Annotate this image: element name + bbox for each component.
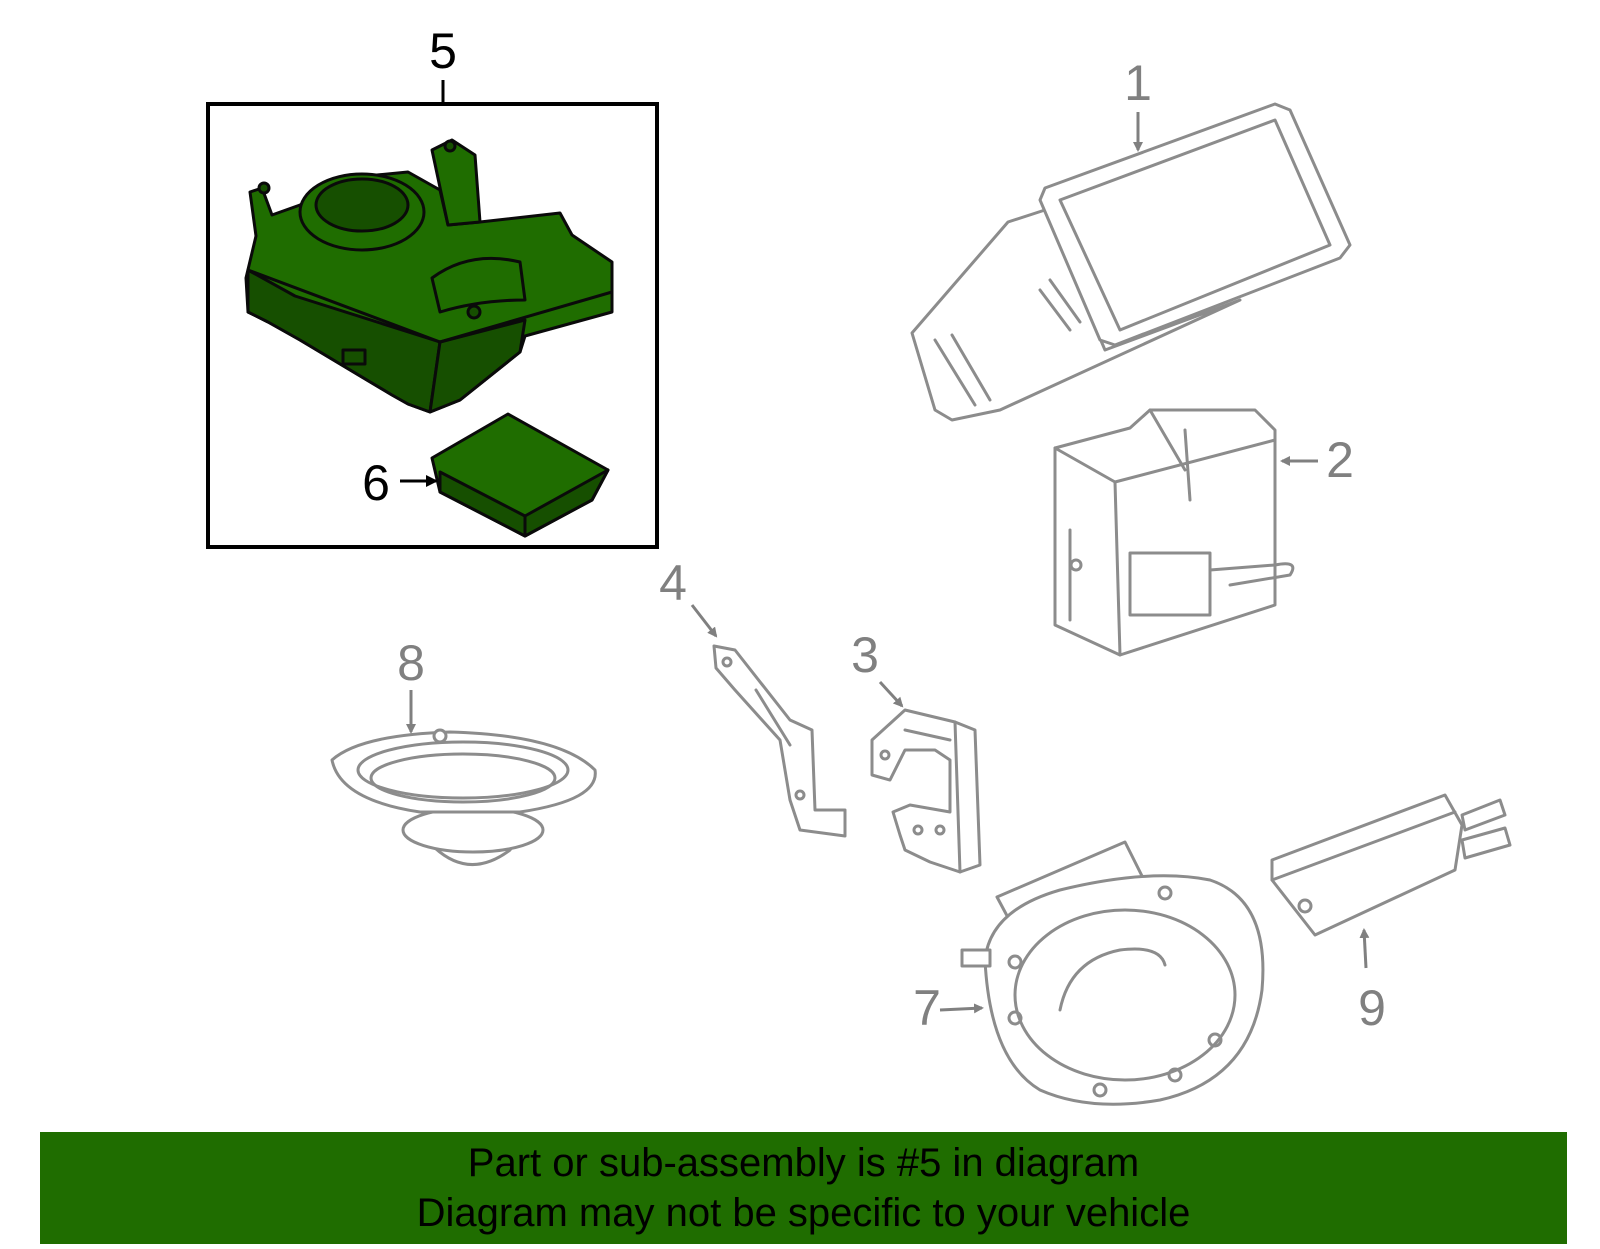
assembly-5-frame (206, 102, 659, 549)
callout-7: 7 (913, 980, 941, 1036)
callout-3: 3 (851, 627, 879, 683)
leader-9 (1359, 928, 1370, 969)
leader-4 (690, 604, 718, 638)
part-4-bracket[interactable] (690, 604, 847, 838)
info-banner: Part or sub-assembly is #5 in diagram Di… (40, 1132, 1567, 1244)
callout-4: 4 (659, 555, 687, 611)
part-5-amplifier-housing[interactable] (244, 138, 614, 414)
callout-9: 9 (1358, 980, 1386, 1036)
part-9-small-module[interactable] (1270, 793, 1512, 969)
callout-2: 2 (1326, 432, 1354, 488)
banner-line-1: Part or sub-assembly is #5 in diagram (467, 1141, 1140, 1185)
leader-7 (939, 1003, 984, 1014)
callout-6: 6 (362, 455, 390, 511)
callout-5: 5 (429, 23, 457, 79)
part-1-display[interactable] (910, 102, 1352, 422)
part-6-module-cover[interactable] (430, 412, 610, 538)
part-2-module[interactable] (1053, 408, 1318, 657)
part-8-speaker[interactable] (330, 690, 597, 866)
assembly-5-group[interactable] (206, 80, 659, 549)
callout-8: 8 (397, 635, 425, 691)
part-3-mounting-bracket[interactable] (870, 680, 982, 874)
leader-3 (878, 680, 904, 708)
callout-1: 1 (1124, 55, 1152, 111)
banner-line-2: Diagram may not be specific to your vehi… (416, 1191, 1191, 1235)
part-7-subwoofer[interactable] (939, 840, 1265, 1106)
